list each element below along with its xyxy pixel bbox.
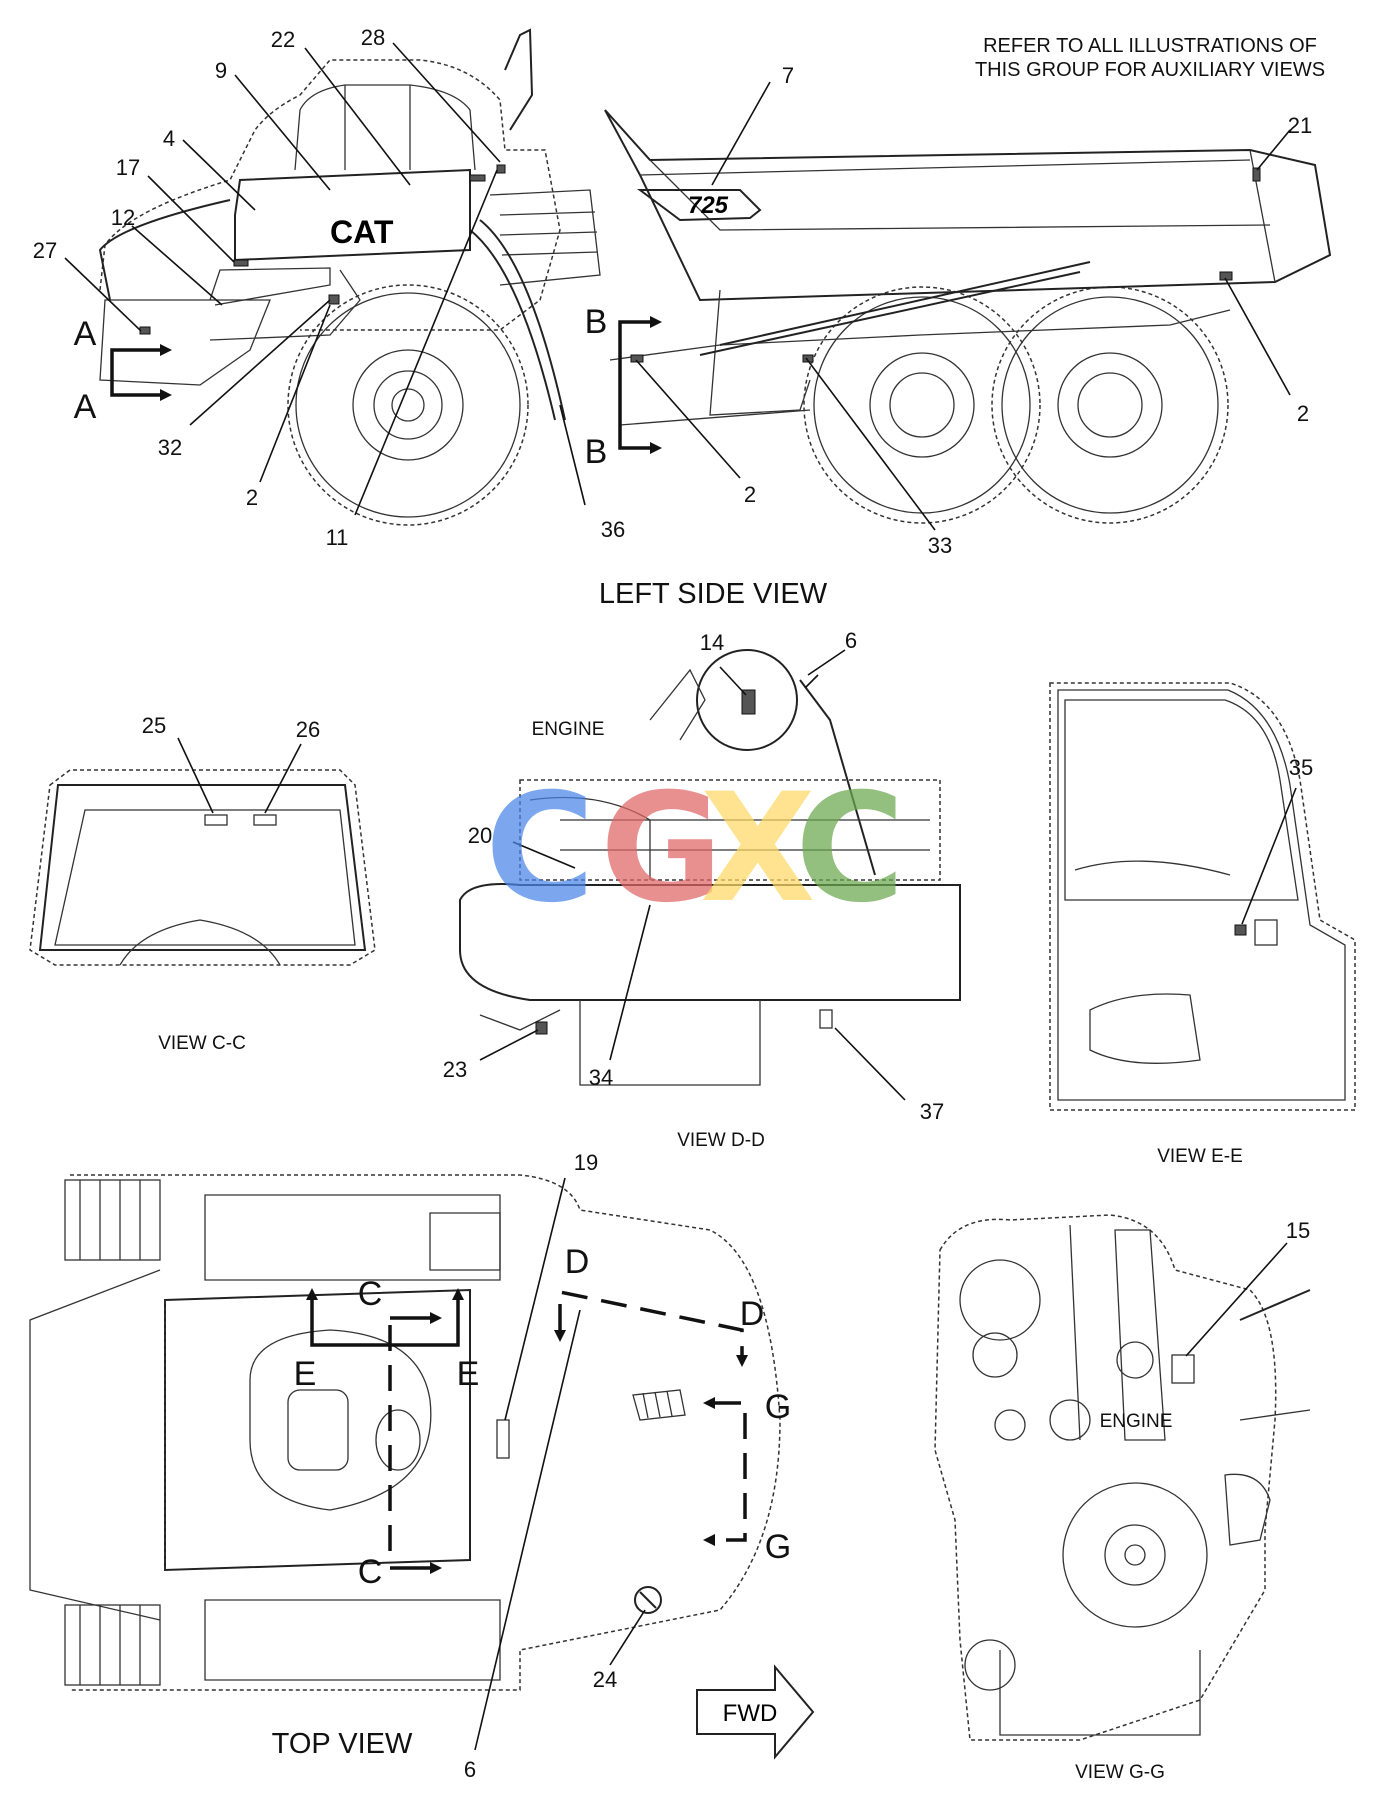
callout-23: 23 (443, 1057, 467, 1082)
decal-28 (496, 164, 506, 174)
section-g-top-label: G (765, 1388, 791, 1426)
watermark-letter-2: G (600, 762, 723, 936)
callout-24: 24 (593, 1667, 617, 1692)
cat-logo-text: CAT (330, 214, 394, 250)
callout-36: 36 (601, 517, 625, 542)
callout-27: 27 (33, 238, 57, 263)
view-gg: 15 ENGINE VIEW G-G (934, 1214, 1311, 1783)
callout-14: 14 (700, 630, 724, 655)
section-a-bottom-label: A (74, 388, 97, 426)
view-dd-title: VIEW D-D (677, 1130, 765, 1151)
left-side-view: 725 CAT A A B B (33, 25, 1332, 610)
section-b-top-label: B (585, 303, 608, 341)
rear-wheel (991, 286, 1229, 524)
decal-32 (328, 294, 340, 305)
top-view: C C E E D D G G 19 24 6 TOP VIEW FWD (29, 1150, 815, 1782)
callout-28: 28 (361, 25, 385, 50)
model-plate (637, 189, 762, 222)
section-e-left-label: E (294, 1355, 317, 1393)
decal-17 (233, 259, 249, 267)
section-e-right-label: E (457, 1355, 480, 1393)
section-b-bottom-label: B (585, 433, 608, 471)
tractor-outline (99, 59, 561, 331)
note-line-1: REFER TO ALL ILLUSTRATIONS OF (983, 35, 1317, 57)
section-g-bottom-label: G (765, 1528, 791, 1566)
section-d-marker (558, 1289, 744, 1355)
view-ee: 35 VIEW E-E (1049, 682, 1356, 1167)
callout-20: 20 (468, 823, 492, 848)
section-d-right-label: D (740, 1295, 765, 1333)
callout-15: 15 (1286, 1218, 1310, 1243)
decal-21 (1252, 167, 1261, 182)
view-cc: 25 26 VIEW C-C (29, 713, 376, 1054)
section-b-marker (618, 320, 650, 450)
callout-32: 32 (158, 435, 182, 460)
cab-decal-panel (234, 168, 471, 262)
callout-2a: 2 (246, 485, 258, 510)
callout-6a: 6 (845, 628, 857, 653)
callout-33: 33 (928, 533, 952, 558)
callout-6b: 6 (464, 1757, 476, 1782)
section-a-marker (110, 348, 160, 397)
engine-label-gg: ENGINE (1100, 1411, 1173, 1432)
forward-arrow-label: FWD (723, 1700, 778, 1727)
callout-19: 19 (574, 1150, 598, 1175)
watermark-letter-3: X (700, 762, 816, 936)
left-side-view-title: LEFT SIDE VIEW (599, 578, 828, 610)
callout-21: 21 (1288, 113, 1312, 138)
callout-22: 22 (271, 27, 295, 52)
top-view-title: TOP VIEW (272, 1728, 413, 1760)
callout-4: 4 (163, 126, 175, 151)
note-line-2: THIS GROUP FOR AUXILIARY VIEWS (975, 59, 1325, 81)
callout-2b: 2 (744, 482, 756, 507)
watermark: C G X C (485, 762, 905, 936)
callout-2c: 2 (1297, 401, 1309, 426)
callout-37: 37 (920, 1099, 944, 1124)
engine-label-dd: ENGINE (532, 719, 605, 740)
view-cc-title: VIEW C-C (158, 1033, 246, 1054)
callout-11: 11 (326, 525, 349, 550)
section-g-marker (715, 1401, 747, 1542)
dump-body (604, 109, 1332, 302)
view-dd: ENGINE 14 6 20 23 34 37 VIEW D-D (443, 628, 961, 1151)
forward-arrow-icon (696, 1664, 815, 1760)
decal-27 (139, 326, 151, 335)
section-c-bottom-label: C (358, 1553, 383, 1591)
section-c-top-label: C (358, 1275, 383, 1313)
callout-25: 25 (142, 713, 166, 738)
callout-34: 34 (589, 1065, 613, 1090)
view-ee-title: VIEW E-E (1157, 1146, 1243, 1167)
callout-12: 12 (111, 205, 135, 230)
section-e-marker (310, 1300, 460, 1347)
view-gg-title: VIEW G-G (1075, 1762, 1165, 1783)
callout-7: 7 (782, 63, 794, 88)
callout-35: 35 (1289, 755, 1313, 780)
section-d-left-label: D (565, 1243, 590, 1281)
model-number: 725 (688, 192, 729, 219)
callout-9: 9 (215, 58, 227, 83)
section-a-top-label: A (74, 315, 97, 353)
callout-26: 26 (296, 717, 320, 742)
watermark-letter-4: C (795, 762, 905, 936)
front-wheel (287, 284, 529, 526)
callout-17: 17 (116, 155, 140, 180)
watermark-letter-1: C (485, 762, 595, 936)
mid-wheel (803, 286, 1041, 524)
